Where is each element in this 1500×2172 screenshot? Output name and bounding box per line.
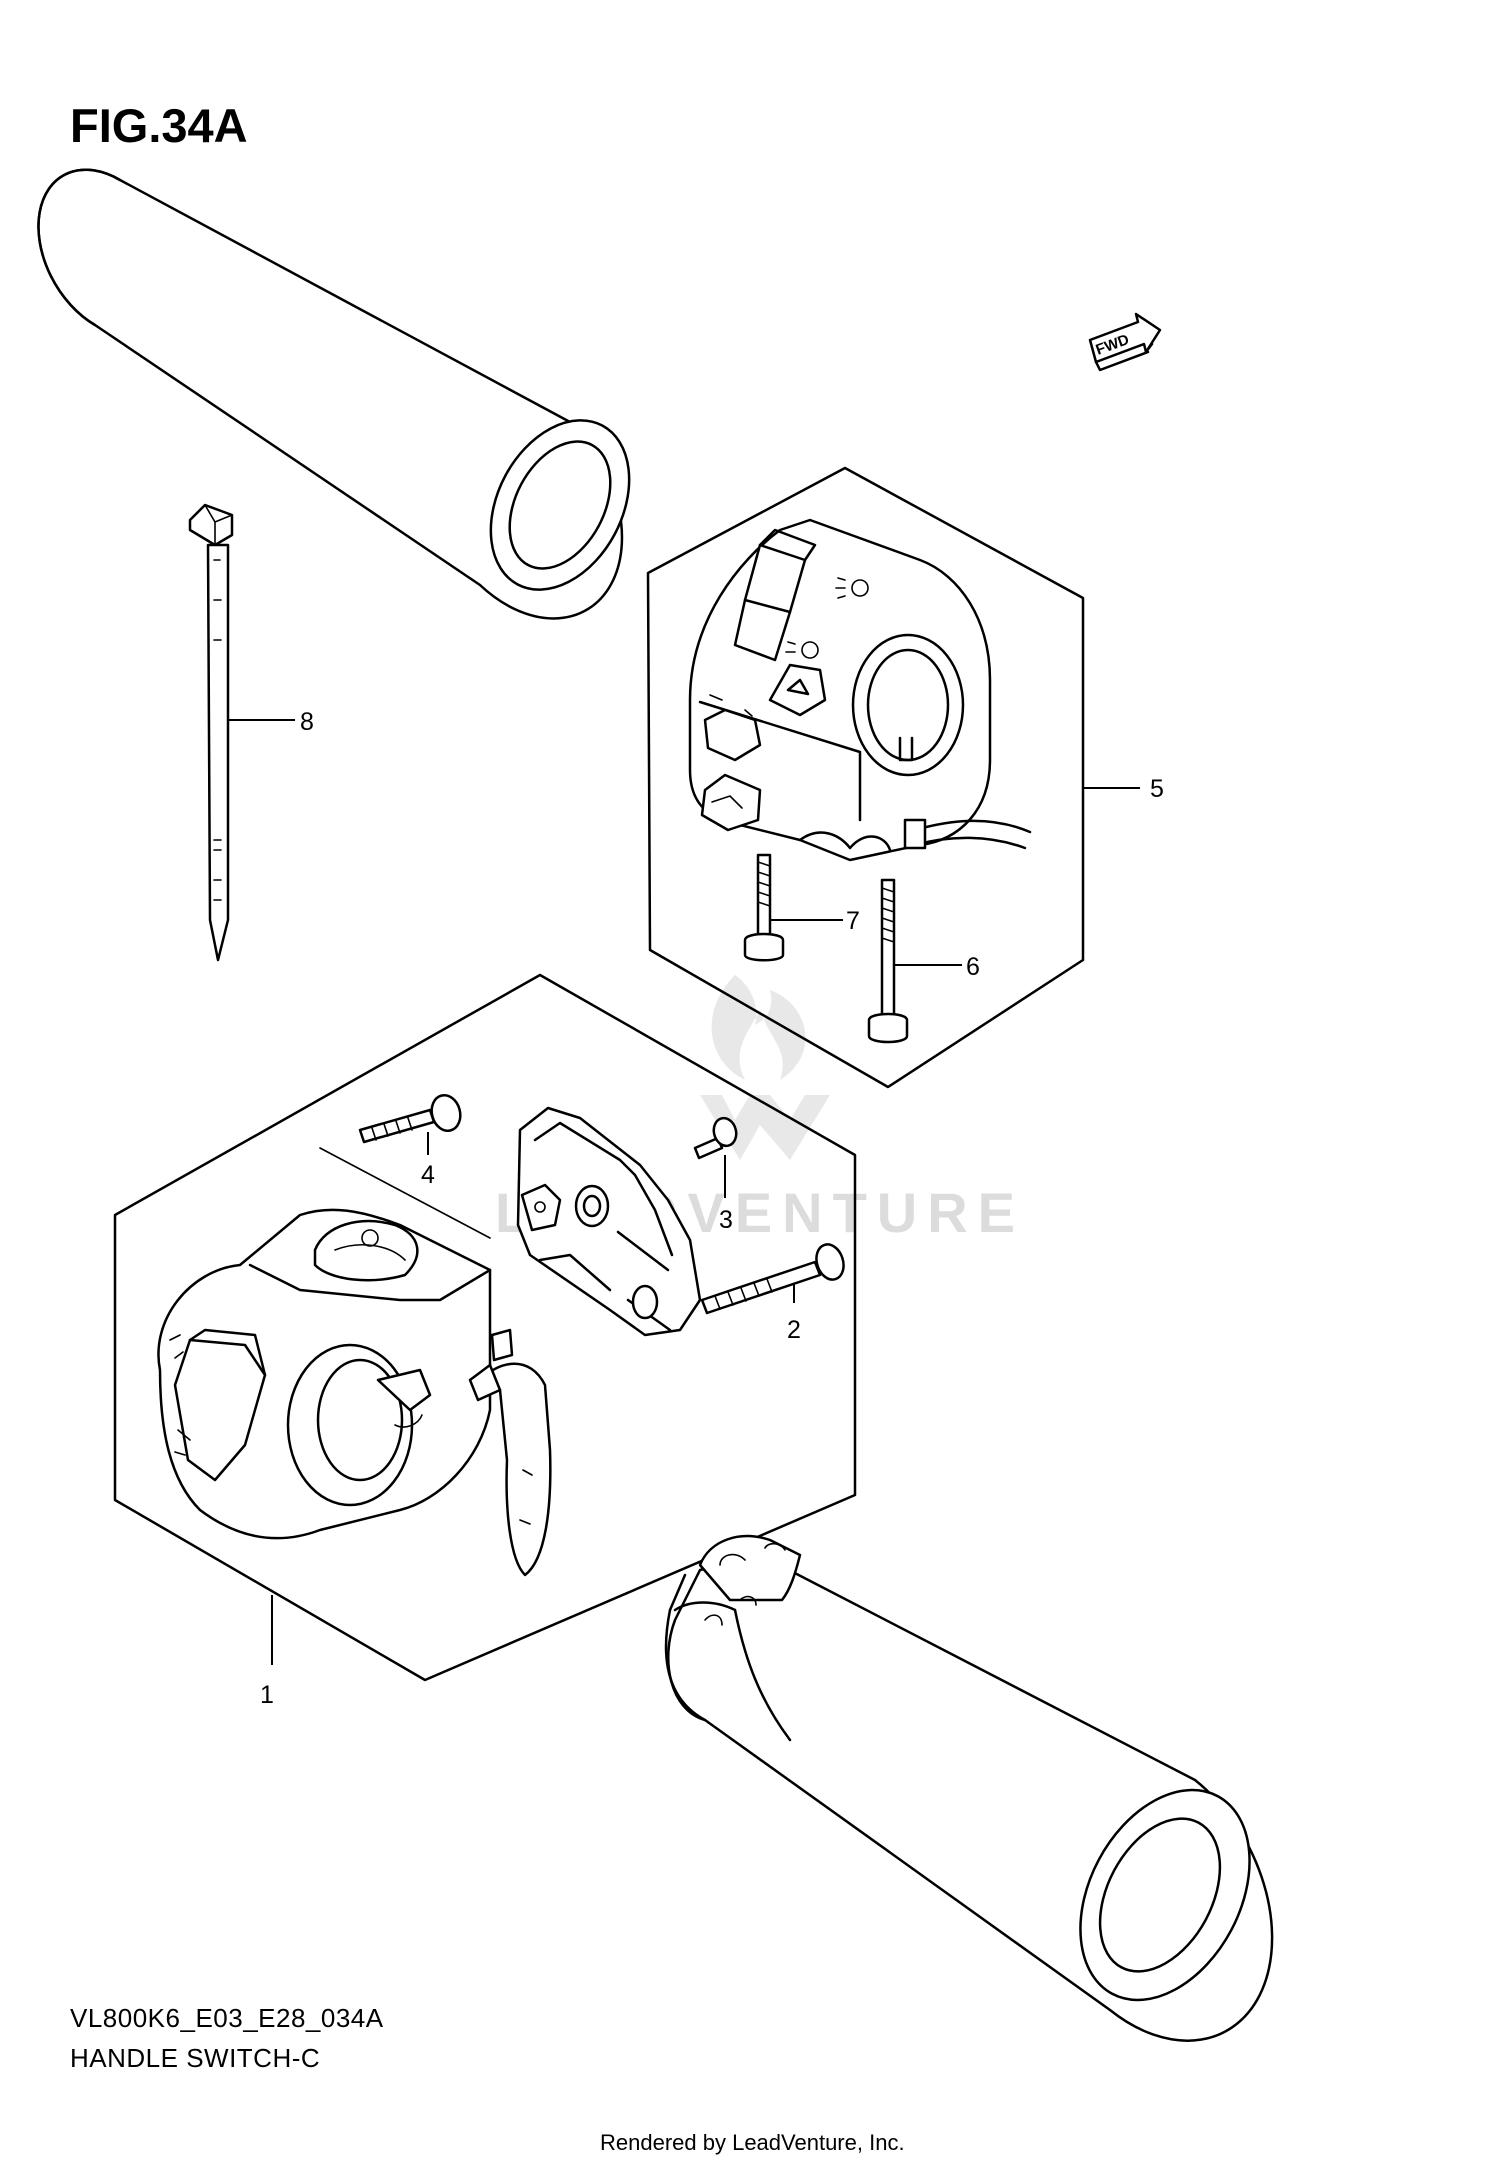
screw-6-part — [867, 878, 962, 1044]
screw-4-part — [358, 1093, 462, 1155]
screw-7-part — [743, 853, 843, 962]
cable-tie-part — [188, 503, 295, 962]
right-handlebar-switch-part — [688, 518, 1032, 862]
section-name: HANDLE SWITCH-C — [70, 2043, 320, 2073]
figure-title: FIG.34A — [70, 99, 248, 152]
left-handlebar-switch-part — [157, 1208, 552, 1577]
callout-7: 7 — [846, 907, 860, 935]
throttle-grip-part — [664, 1535, 1274, 2042]
callout-3: 3 — [719, 1206, 733, 1234]
screw-3-part — [693, 1116, 738, 1198]
fwd-direction-badge: FWD — [1088, 312, 1162, 372]
callout-6: 6 — [966, 953, 980, 981]
left-switch-frame — [113, 973, 857, 1682]
callout-4: 4 — [421, 1161, 435, 1189]
render-credit: Rendered by LeadVenture, Inc. — [600, 2130, 905, 2155]
left-grip-part — [37, 168, 631, 620]
switch-clamp-part — [516, 1106, 702, 1337]
screw-2-part — [700, 1243, 845, 1315]
callout-8: 8 — [300, 708, 314, 736]
watermark-flame-icon — [711, 975, 806, 1080]
callout-2: 2 — [787, 1316, 801, 1344]
callout-5: 5 — [1150, 775, 1164, 803]
right-switch-frame — [646, 466, 1140, 1089]
model-code: VL800K6_E03_E28_034A — [70, 2003, 384, 2033]
callout-1: 1 — [260, 1681, 274, 1709]
